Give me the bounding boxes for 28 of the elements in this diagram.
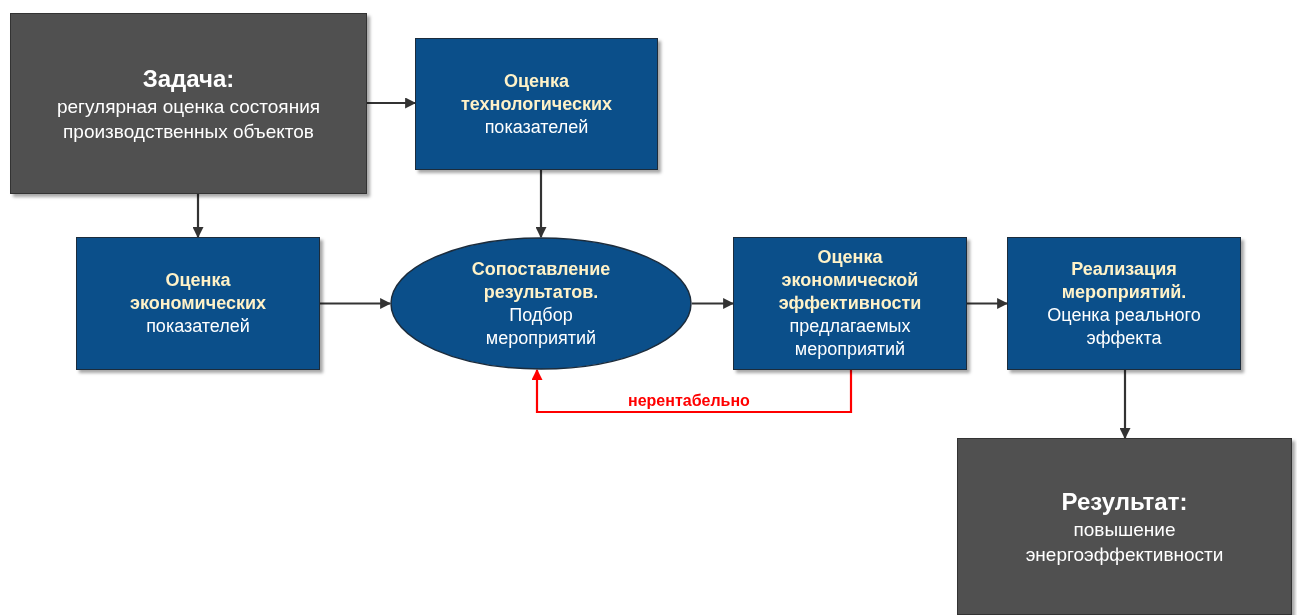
node-text: Подбор мероприятий bbox=[484, 303, 598, 350]
arrow bbox=[692, 298, 735, 309]
arrow bbox=[1119, 370, 1131, 440]
process-box bbox=[1007, 237, 1241, 370]
node-text: повышение энергоэффективности bbox=[1024, 517, 1225, 567]
node-text: показателей bbox=[146, 315, 250, 338]
process-box bbox=[415, 38, 658, 170]
arrow bbox=[367, 97, 417, 109]
arrow bbox=[320, 298, 392, 309]
arrow bbox=[967, 298, 1009, 309]
node-text: Оценка реального эффекта bbox=[1046, 303, 1202, 350]
node-heading: Сопоставление результатов. bbox=[470, 257, 612, 304]
arrow bbox=[192, 194, 204, 239]
node-heading: Задача: bbox=[142, 63, 235, 94]
node-heading: Результат: bbox=[1061, 486, 1188, 517]
node-heading: Реализация мероприятий. bbox=[1060, 257, 1188, 304]
node-text: показателей bbox=[484, 115, 589, 139]
node-heading: Оценка технологических bbox=[459, 69, 614, 116]
node-text: предлагаемых мероприятий bbox=[788, 315, 912, 361]
arrow bbox=[531, 368, 853, 414]
process-box bbox=[10, 13, 367, 194]
node-heading: Оценка экономических bbox=[128, 269, 267, 315]
process-box bbox=[957, 438, 1292, 615]
process-box bbox=[76, 237, 320, 370]
node-text: регулярная оценка состояния производственных объектов bbox=[55, 94, 322, 144]
arrow bbox=[535, 170, 547, 239]
process-box bbox=[733, 237, 967, 370]
node-heading: Оценка экономической эффективности bbox=[777, 246, 923, 315]
